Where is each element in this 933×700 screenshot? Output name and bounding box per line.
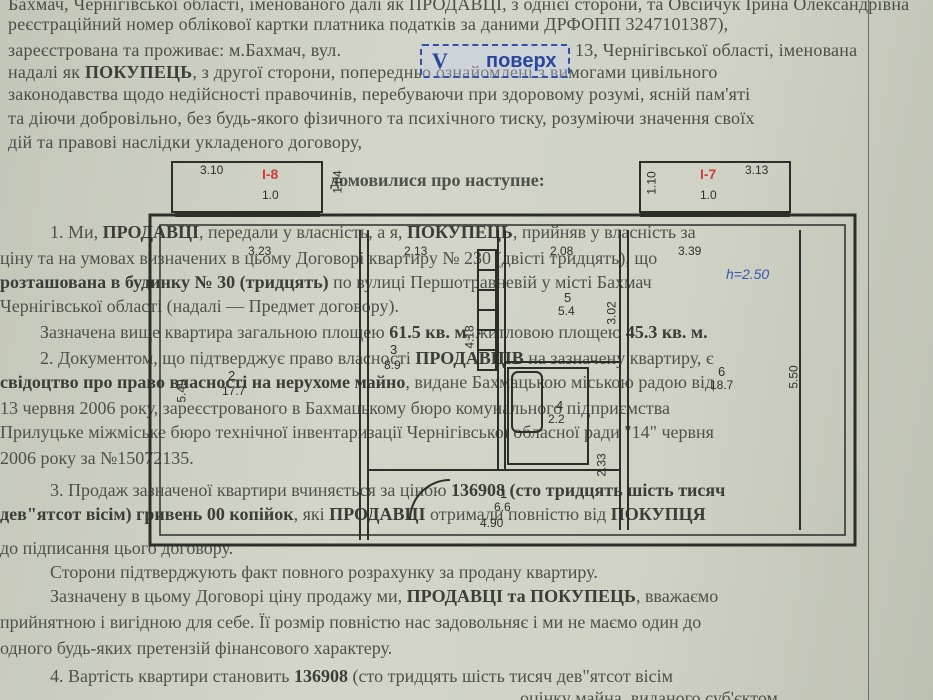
room-3-area: 8.9: [384, 358, 401, 372]
dim-balcony-left-width: 3.10: [200, 163, 224, 177]
clause-2-line4: Прилуцьке міжміське бюро технічної інвен…: [0, 422, 714, 442]
margin-line: [868, 0, 869, 700]
balcony-right-area: 1.0: [700, 188, 717, 202]
room-3-number: 3: [390, 342, 398, 357]
room-6-area: 18.7: [710, 378, 734, 392]
room-4-area: 2.2: [548, 412, 565, 426]
clause-3-line2: дев"ятсот вісім) гривень 00 копійок, які…: [0, 504, 706, 524]
stamp-word: поверх: [486, 50, 557, 72]
text-line-6: та діючи добровільно, без будь-якого фіз…: [8, 108, 755, 128]
bathroom: [507, 367, 589, 465]
dim-room6-depth: 5.50: [786, 365, 801, 389]
clause-1-line2: ціну та на умовах визначених в цьому Дог…: [0, 248, 658, 268]
room-1-number: 1: [500, 486, 508, 501]
dim-room2-width: 3.23: [248, 244, 272, 258]
clause-4-line1: 4. Вартість квартири становить 136908 (с…: [50, 666, 674, 686]
floor-stamp: V поверх: [420, 44, 570, 78]
dim-room1-width: 4.90: [480, 516, 504, 530]
dim-balcony-right-depth: 1.10: [644, 171, 659, 195]
text-line-3: зареєстрована та проживає: м.Бахмач, вул…: [8, 40, 342, 60]
outer-wall: [148, 213, 857, 547]
dim-room5-depth: 3.02: [604, 301, 619, 325]
dim-room2-depth: 5.49: [174, 379, 189, 403]
dim-balcony-right-width: 3.13: [745, 163, 769, 177]
clause-3-line6: прийнятною і вигідною для себе. Її розмі…: [0, 612, 702, 632]
text-line-7: дій та правові наслідки укладеного догов…: [8, 132, 363, 152]
clause-1-line3: розташована в будинку № 30 (тридцять) по…: [0, 272, 652, 292]
clause-3-line4: Сторони підтверджують факт повного розра…: [50, 562, 598, 582]
dim-bath-depth: 2.33: [594, 453, 609, 477]
dim-room3-width: 2.13: [404, 244, 428, 258]
clause-3-line3: до підписання цього договору.: [0, 538, 234, 558]
room-5-area: 5.4: [558, 304, 575, 318]
inner-wall: [159, 224, 846, 536]
balcony-right-number: I-7: [700, 166, 717, 182]
clause-4-line2: оцінку майна, виданого суб'єктом: [520, 688, 778, 700]
bathtub-icon: [511, 371, 543, 433]
clause-2-line2: свідоцтво про право власності на нерухом…: [0, 372, 715, 392]
clause-2-line5: 2006 року за №15072135.: [0, 448, 194, 468]
clause-3-line7: одного будь-яких претензій фінансового х…: [0, 638, 393, 658]
text-line-3b: 13, Чернігівської області, іменована: [575, 40, 858, 60]
balcony-left-area: 1.0: [262, 188, 279, 202]
text-line-2: реєстраційний номер облікової картки пла…: [8, 14, 729, 34]
room-2-area: 17.7: [222, 384, 246, 398]
balcony-right: [639, 161, 791, 213]
door-arc: [409, 479, 451, 521]
clause-2-line3: 13 червня 2006 року, зареєстрованого в Б…: [0, 398, 670, 418]
room-6-number: 6: [718, 364, 726, 379]
text-line-1: Бахмач, Чернігівської області, іменовано…: [8, 0, 910, 14]
dim-balcony-left-depth: 1.04: [330, 170, 345, 194]
balcony-left: [171, 161, 323, 213]
clause-1-line4: Чернігівської області (надалі — Предмет …: [0, 296, 399, 316]
room-2-number: 2: [228, 368, 236, 383]
room-4-number: 4: [556, 398, 564, 413]
dim-room5-width: 2.08: [550, 244, 574, 258]
stamp-roman-numeral: V: [432, 48, 448, 73]
room-1-area: 6.6: [494, 500, 511, 514]
text-line-5: законодавства щодо недійсності правочині…: [8, 84, 751, 104]
ceiling-height-note: h=2.50: [726, 266, 770, 282]
text-line-4: надалі як ПОКУПЕЦЬ, з другої сторони, по…: [8, 62, 718, 82]
balcony-left-number: I-8: [262, 166, 279, 182]
dim-room3-depth: 4.18: [462, 325, 477, 349]
clause-3-line5: Зазначену в цьому Договорі ціну продажу …: [50, 586, 719, 606]
clause-1-line1: 1. Ми, ПРОДАВЦІ, передали у власність, а…: [50, 222, 696, 242]
room-5-number: 5: [564, 290, 572, 305]
dim-room6-width: 3.39: [678, 244, 702, 258]
agreed-heading: домовилися про наступне:: [330, 170, 545, 190]
